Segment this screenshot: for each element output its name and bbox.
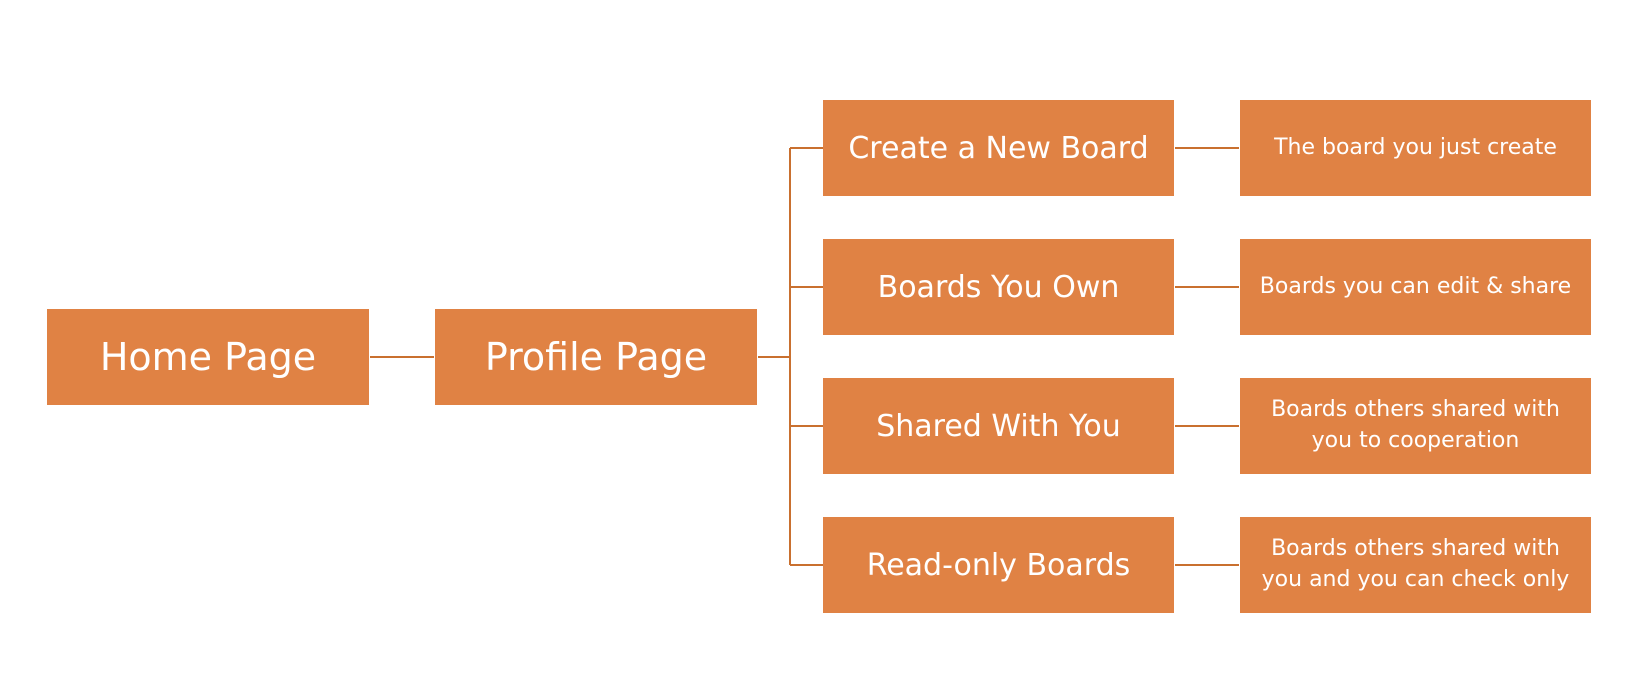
- node-create-new-board-description: The board you just create: [1240, 100, 1591, 196]
- node-home-page: Home Page: [47, 309, 369, 405]
- node-create-new-board-description-text: The board you just create: [1274, 134, 1557, 160]
- node-read-only-boards: Read-only Boards: [823, 517, 1174, 613]
- node-boards-you-own: Boards You Own: [823, 239, 1174, 335]
- node-shared-with-you-description: Boards others shared with you to coopera…: [1240, 378, 1591, 474]
- node-read-only-boards-label: Read-only Boards: [866, 547, 1131, 583]
- node-create-new-board: Create a New Board: [823, 100, 1174, 196]
- node-shared-with-you-description-text: Boards others shared with you to coopera…: [1271, 397, 1560, 453]
- node-shared-with-you-label: Shared With You: [876, 408, 1121, 444]
- node-read-only-boards-description: Boards others shared with you and you ca…: [1240, 517, 1591, 613]
- node-boards-you-own-label: Boards You Own: [877, 269, 1120, 305]
- node-read-only-boards-description-text: Boards others shared with you and you ca…: [1261, 536, 1570, 592]
- node-create-new-board-label: Create a New Board: [848, 130, 1149, 166]
- node-boards-you-own-description-text: Boards you can edit & share: [1259, 273, 1572, 299]
- node-profile-page: Profile Page: [435, 309, 757, 405]
- node-home-page-label: Home Page: [99, 335, 317, 379]
- node-boards-you-own-description: Boards you can edit & share: [1240, 239, 1591, 335]
- node-profile-page-label: Profile Page: [484, 335, 708, 379]
- node-shared-with-you: Shared With You: [823, 378, 1174, 474]
